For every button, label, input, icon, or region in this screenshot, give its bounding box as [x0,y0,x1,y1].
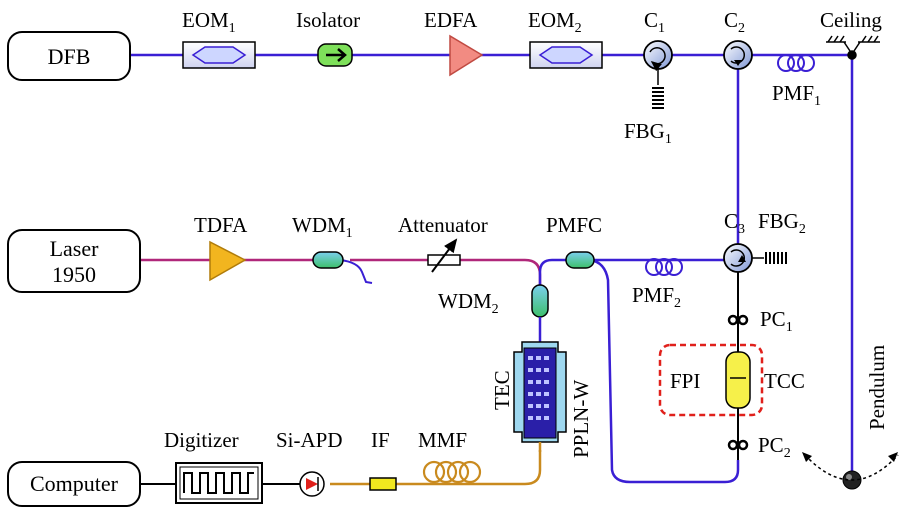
si-apd-detector [299,471,325,497]
ceiling-mount [826,35,880,60]
tdfa-amplifier [209,240,247,282]
fbg1-label: FBG1 [624,119,672,147]
attenuator-icon [427,238,461,273]
c3-label: C3 [724,209,745,237]
pc2-controller [727,439,749,451]
mmf-coil [422,460,482,484]
pendulum-label: Pendulum [865,345,889,430]
wdm1-tail [339,259,373,284]
edfa-amplifier [449,34,484,77]
isolator-icon [317,43,353,67]
wdm1-label: WDM1 [292,213,353,241]
eom1-modulator [182,41,256,69]
tdfa-label: TDFA [194,213,248,237]
tcc-label: TCC [764,369,805,393]
computer-label: Computer [30,471,119,496]
fpi-cavity [725,351,751,409]
c2-label: C2 [724,8,745,36]
pmf1-coil [777,54,815,72]
pmf1-label: PMF1 [772,81,821,109]
pmfc-label: PMFC [546,213,602,237]
wdm2-label: WDM2 [438,289,499,317]
if-filter [369,477,397,491]
pc2-label: PC2 [758,433,791,461]
fpi-enclosure [658,343,764,417]
mmf-label: MMF [418,428,467,452]
ppln-label: PPLN-W [569,380,593,458]
wdm1-coupler [312,251,344,269]
wdm2-coupler [531,284,549,318]
pmf2-coil [645,258,683,276]
isolator-label: Isolator [296,8,360,32]
computer-box: Computer [7,461,141,507]
pc1-label: PC1 [760,307,793,335]
fpi-label: FPI [670,369,700,393]
pendulum-bob [802,452,899,490]
ceiling-label: Ceiling [820,8,882,32]
circulator-c1 [643,40,673,109]
circulator-c3 [723,243,787,273]
fiber-mmf [330,450,542,486]
circulator-c2 [723,40,753,70]
pc1-controller [727,314,749,326]
fbg2-label: FBG2 [758,209,806,237]
laser-label-2: 1950 [52,262,96,287]
fiber-pmfc-loop [589,258,740,484]
c1-label: C1 [644,8,665,36]
edfa-label: EDFA [424,8,478,32]
dfb-label: DFB [48,44,91,69]
laser-box: Laser 1950 [7,229,141,293]
pmfc-coupler [565,251,595,269]
tec-label: TEC [490,370,514,410]
digitizer-label: Digitizer [164,428,239,452]
dfb-box: DFB [7,31,131,81]
eom2-modulator [529,41,603,69]
digitizer-icon [175,462,263,504]
siapd-label: Si-APD [276,428,343,452]
fiber-wdm2-c3 [538,258,725,288]
attenuator-label: Attenuator [398,213,488,237]
ppln-waveguide [513,341,567,443]
laser-label-1: Laser [50,236,100,261]
pmf2-label: PMF2 [632,283,681,311]
if-label: IF [371,428,390,452]
eom2-label: EOM2 [528,8,582,36]
eom1-label: EOM1 [182,8,236,36]
